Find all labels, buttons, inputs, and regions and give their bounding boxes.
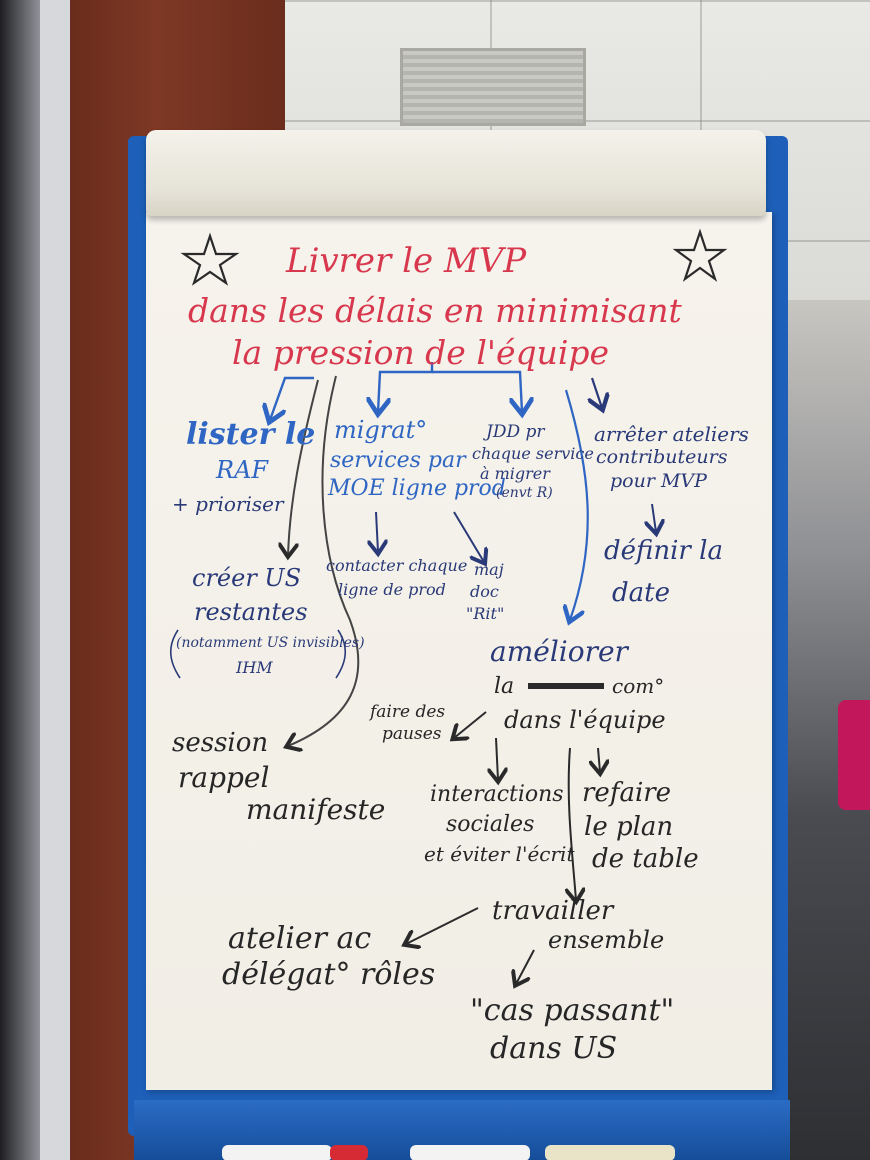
arrow [376,511,378,552]
session-line-1: session [172,728,269,758]
migration-line-3: MOE ligne prod [328,476,506,501]
lister-line-3: + prioriser [172,492,284,516]
office-chair [838,700,870,810]
paper-roll [146,130,766,216]
maj-doc-line-2: doc [470,582,499,601]
title-line-1: Livrer le MVP [286,241,527,281]
arrow [432,370,522,412]
atelier-line-2: délégat° rôles [222,957,436,992]
arrow [496,737,498,780]
ameliorer-line-2: la [494,674,515,699]
arrow [652,503,656,532]
jdd-line-1: JDD pr [486,422,545,442]
arreter-line-2: contributeurs [596,446,728,468]
session-line-2: rappel [178,761,270,794]
marker [330,1145,368,1160]
flipchart-paper [146,212,772,1090]
jdd-line-2: chaque service [472,444,594,463]
bracket [335,629,347,679]
marker [410,1145,530,1160]
arrow [378,362,434,412]
star-icon [180,232,240,286]
arrow [288,379,319,555]
session-line-3: manifeste [246,793,386,826]
arrow [592,377,602,408]
refaire-line-2: le plan [584,812,674,842]
migration-line-1: migrat° [334,416,428,444]
ceiling-vent [400,48,586,126]
definir-line-2: date [612,578,670,608]
maj-doc-line-1: maj [474,560,504,579]
interactions-line-2: sociales [446,812,535,837]
ameliorer-line-1: améliorer [490,635,628,668]
arrow [598,747,600,772]
creer-us-line-3: (notamment US invisibles) [176,635,365,651]
jdd-line-3: à migrer [480,464,550,483]
marker [545,1145,675,1160]
interactions-line-1: interactions [430,782,564,807]
cas-line-2: dans US [490,1031,618,1066]
contacter-line-1: contacter chaque [326,556,468,575]
creer-us-line-1: créer US [192,564,302,592]
ameliorer-line-4: dans l'équipe [504,706,666,734]
jdd-line-4: (envt R) [496,485,553,501]
lister-line-2: RAF [216,456,269,484]
creer-us-line-4: IHM [236,658,273,677]
cas-line-1: "cas passant" [470,993,675,1028]
definir-line-1: définir la [604,536,723,566]
refaire-line-3: de table [592,844,699,874]
arreter-line-1: arrêter ateliers [594,422,749,446]
travailler-line-1: travailler [492,896,614,926]
ameliorer-line-3: com° [612,674,665,698]
interactions-line-3: et éviter l'écrit [424,842,575,866]
arrow [406,907,479,944]
marker [222,1145,332,1160]
refaire-line-1: refaire [582,778,672,808]
travailler-line-2: ensemble [548,926,665,954]
arrow [453,511,484,562]
arrow [270,376,314,420]
arrow [288,375,360,746]
arrow [566,389,589,620]
creer-us-line-2: restantes [194,598,308,626]
star-icon [672,228,728,282]
pauses-line-1: faire des [370,702,446,722]
atelier-line-1: atelier ac [228,921,372,956]
maj-doc-line-3: "Rit" [466,604,505,623]
arrow [569,747,576,900]
contacter-line-2: ligne de prod [338,580,446,599]
title-line-3: la pression de l'équipe [232,333,610,372]
bracket [169,629,181,679]
lister-line-1: lister le [186,417,316,452]
door-frame [40,0,72,1160]
migration-line-2: services par [330,448,466,473]
title-line-2: dans les délais en minimisant [188,291,682,330]
arrow [454,711,487,738]
arreter-line-3: pour MVP [610,470,707,492]
pauses-line-2: pauses [382,724,442,744]
arrow [516,949,535,984]
